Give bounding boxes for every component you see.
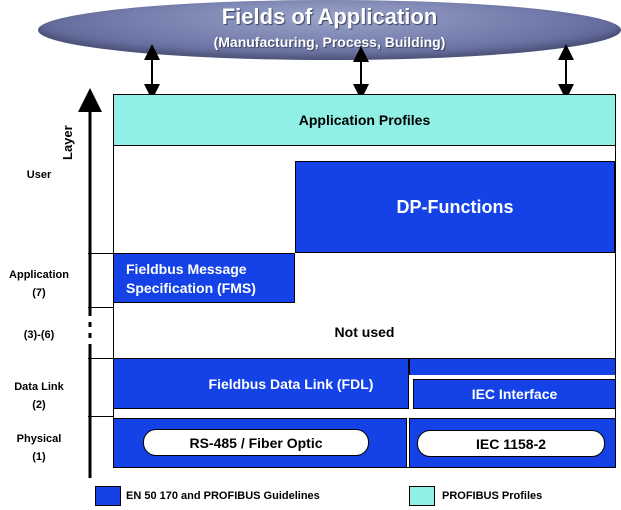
ellipse-subtitle: (Manufacturing, Process, Building): [213, 34, 446, 50]
dp-functions-block: DP-Functions: [295, 161, 615, 253]
rs485-fiber-optic-pill: RS-485 / Fiber Optic: [143, 429, 369, 456]
layer-label-physical: Physical: [16, 433, 62, 445]
layer-label-application: Application: [9, 269, 69, 281]
fdl-block-extension: [409, 358, 616, 375]
legend-blue-label: EN 50 170 and PROFIBUS Guidelines: [126, 490, 320, 502]
layer-number-application: (7): [32, 287, 46, 299]
fms-line-2: Specification (FMS): [126, 280, 256, 296]
application-profiles-block: Application Profiles: [113, 94, 616, 146]
fdl-block: Fieldbus Data Link (FDL): [113, 358, 409, 409]
fields-of-application-ellipse: [38, 0, 621, 60]
layer-axis-label: Layer: [60, 125, 75, 160]
legend-cyan-label: PROFIBUS Profiles: [442, 490, 543, 502]
layer-divider: [88, 358, 113, 359]
layer-label-3-6: (3)-(6): [23, 329, 55, 341]
layer-divider: [88, 307, 113, 308]
iec-interface-block: IEC Interface: [413, 379, 616, 409]
layer-number-data-link: (2): [32, 399, 46, 411]
layer-label-data-link: Data Link: [14, 381, 64, 393]
not-used-label: Not used: [334, 324, 395, 340]
ellipse-title: Fields of Application: [221, 4, 438, 29]
layer-divider: [88, 253, 113, 254]
fms-line-1: Fieldbus Message: [126, 261, 247, 277]
legend-cyan-swatch: [409, 486, 435, 506]
layer-number-physical: (1): [32, 451, 46, 463]
layer-label-user: User: [26, 169, 52, 181]
iec-1158-2-pill: IEC 1158-2: [417, 430, 605, 457]
layer-divider: [88, 416, 113, 417]
legend-blue-swatch: [95, 486, 121, 506]
fms-block: Fieldbus Message Specification (FMS): [113, 253, 295, 303]
